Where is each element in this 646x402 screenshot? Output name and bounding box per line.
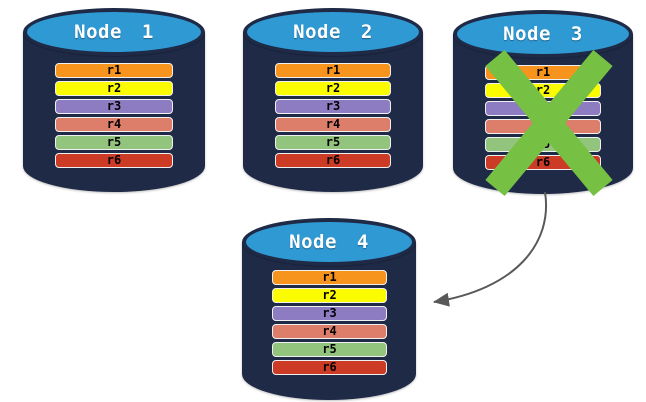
node-3-cylinder-top: Node 3 [453,10,633,58]
replica-bar-r3: r3 [272,306,387,321]
replica-bar-r1: r1 [275,63,391,78]
replica-bar-r3: r3 [55,99,173,114]
node-2-cylinder: Node 2 r1 r2 r3 r4 r5 r6 [243,8,423,192]
node-3-cylinder: Node 3 r1 r2 r3 r4 r5 r6 [453,10,633,196]
replica-bar-r6: r6 [275,153,391,168]
replica-bar-r2: r2 [272,288,387,303]
failure-cross-icon [485,50,613,196]
node-4-cylinder-top: Node 4 [242,218,416,266]
node-4-cylinder: Node 4 r1 r2 r3 r4 r5 r6 [242,218,416,400]
node-2-label: Node 2 [293,21,373,43]
replica-bar-r4: r4 [275,117,391,132]
replica-bar-r1: r1 [272,270,387,285]
replica-bar-r5: r5 [55,135,173,150]
replica-bar-r6: r6 [272,360,387,375]
node-1-label: Node 1 [74,21,154,43]
replica-bar-r5: r5 [275,135,391,150]
node-1-cylinder: Node 1 r1 r2 r3 r4 r5 r6 [23,8,205,192]
replica-bar-r3: r3 [275,99,391,114]
node-4-label: Node 4 [289,231,369,253]
node-1-replica-list: r1 r2 r3 r4 r5 r6 [55,63,173,171]
node-4-replica-list: r1 r2 r3 r4 r5 r6 [272,270,387,378]
node-2-cylinder-top: Node 2 [243,8,423,56]
replica-bar-r5: r5 [272,342,387,357]
node-3-label: Node 3 [503,23,583,45]
node-1-cylinder-top: Node 1 [23,8,205,56]
replica-bar-r4: r4 [55,117,173,132]
replica-bar-r1: r1 [55,63,173,78]
replica-bar-r2: r2 [275,81,391,96]
replica-bar-r6: r6 [55,153,173,168]
node-2-replica-list: r1 r2 r3 r4 r5 r6 [275,63,391,171]
replica-bar-r2: r2 [55,81,173,96]
replica-bar-r4: r4 [272,324,387,339]
